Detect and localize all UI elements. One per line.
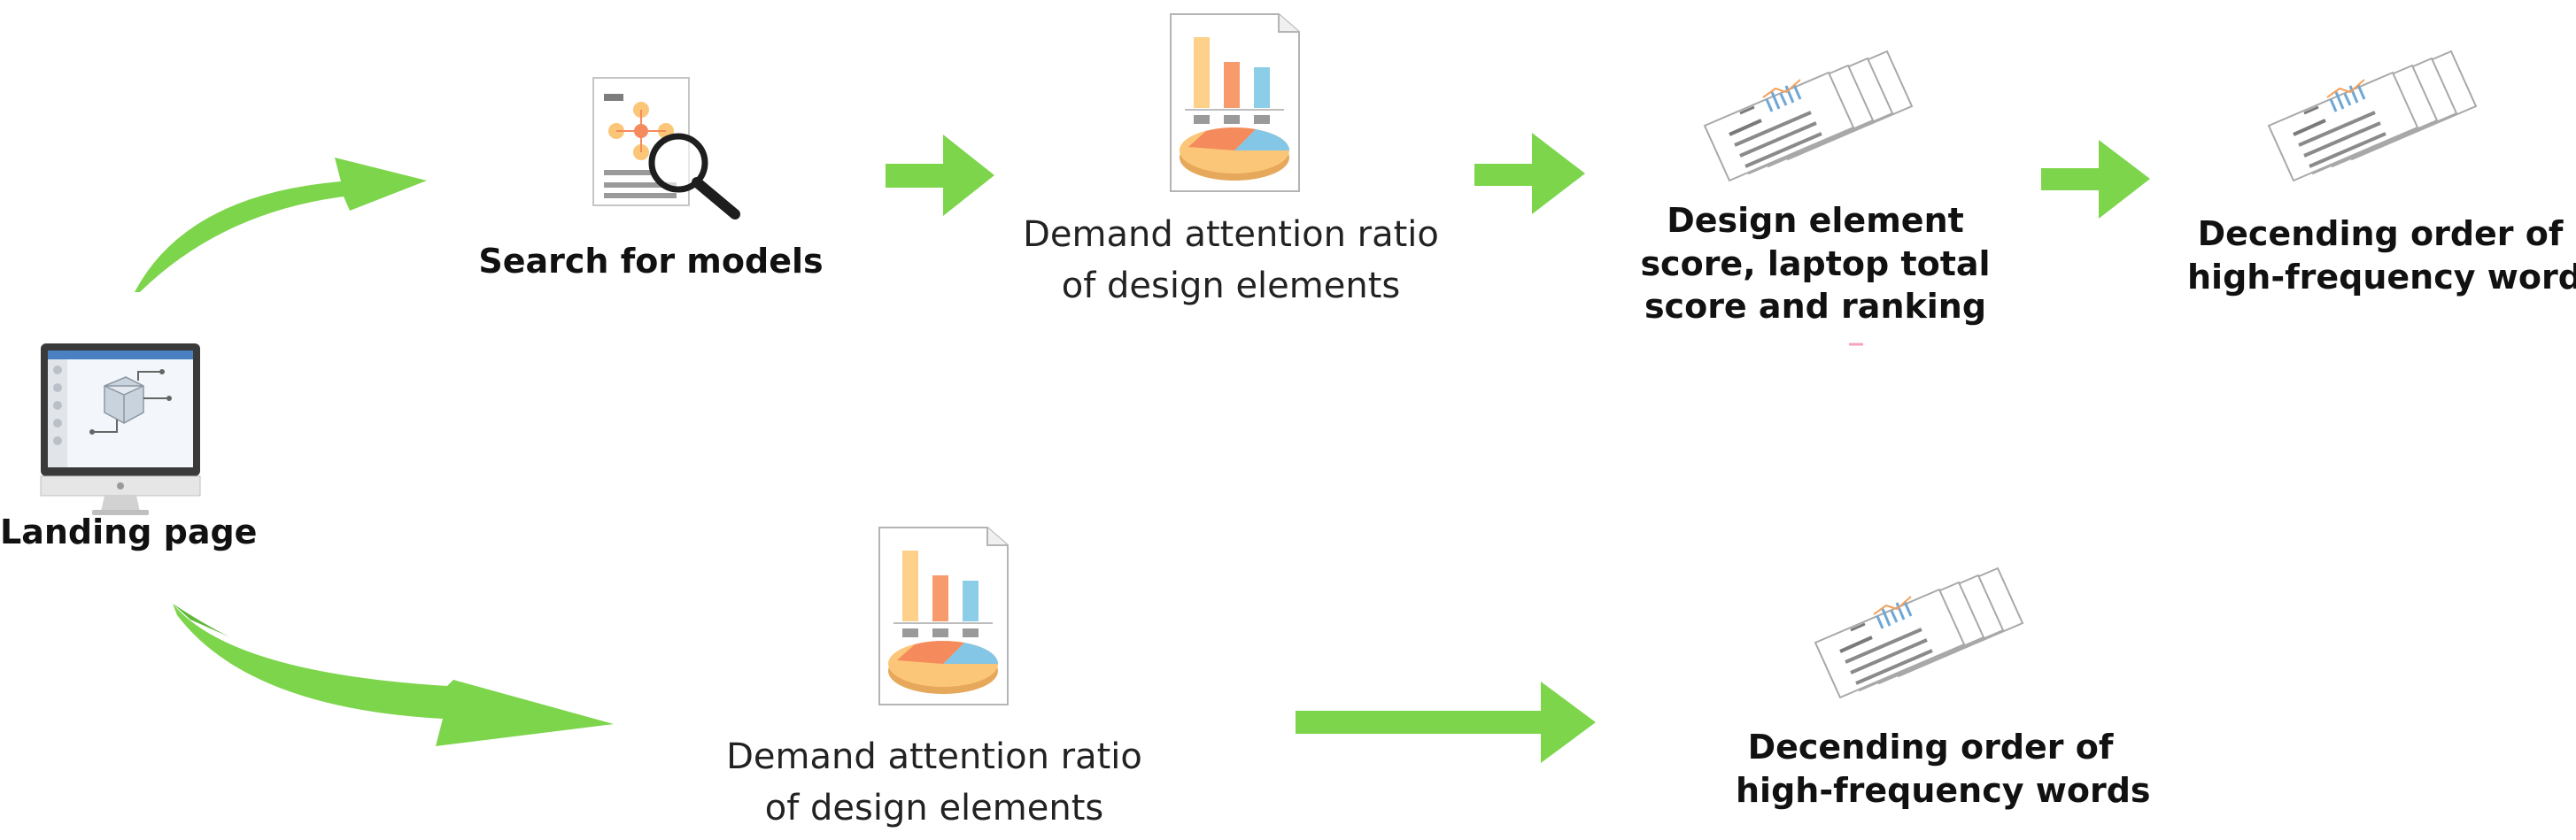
bottom-demand-attention-ratio-label: Demand attention ratio of design element… <box>726 736 1142 828</box>
design-element-score-label: Design element score, laptop total score… <box>1640 201 1991 327</box>
search-for-models-label: Search for models <box>478 242 824 281</box>
arrow-ratio-to-score <box>1474 133 1585 214</box>
document-magnifier-icon <box>592 77 740 220</box>
landing-page-label: Landing page <box>0 512 258 551</box>
descending-order-words-label: Decending order of high-frequency words <box>2187 214 2576 297</box>
bar-pie-chart-document-icon <box>878 527 1009 705</box>
stacked-report-pages-icon <box>2269 51 2476 181</box>
stacked-report-pages-icon <box>1705 51 1912 181</box>
curved-arrow-to-search <box>135 158 427 292</box>
arrow-score-to-words <box>2041 140 2150 219</box>
demand-attention-ratio-label: Demand attention ratio of design element… <box>1023 214 1439 306</box>
arrow-bottom-ratio-to-words <box>1296 682 1596 763</box>
computer-monitor-icon <box>40 343 201 515</box>
stacked-report-pages-icon <box>1815 568 2023 697</box>
bar-pie-chart-document-icon <box>1170 13 1300 192</box>
arrow-search-to-ratio <box>886 135 994 216</box>
bottom-descending-order-words-label: Decending order of high-frequency words <box>1736 728 2151 811</box>
curved-arrow-to-bottom-ratio <box>173 604 614 746</box>
